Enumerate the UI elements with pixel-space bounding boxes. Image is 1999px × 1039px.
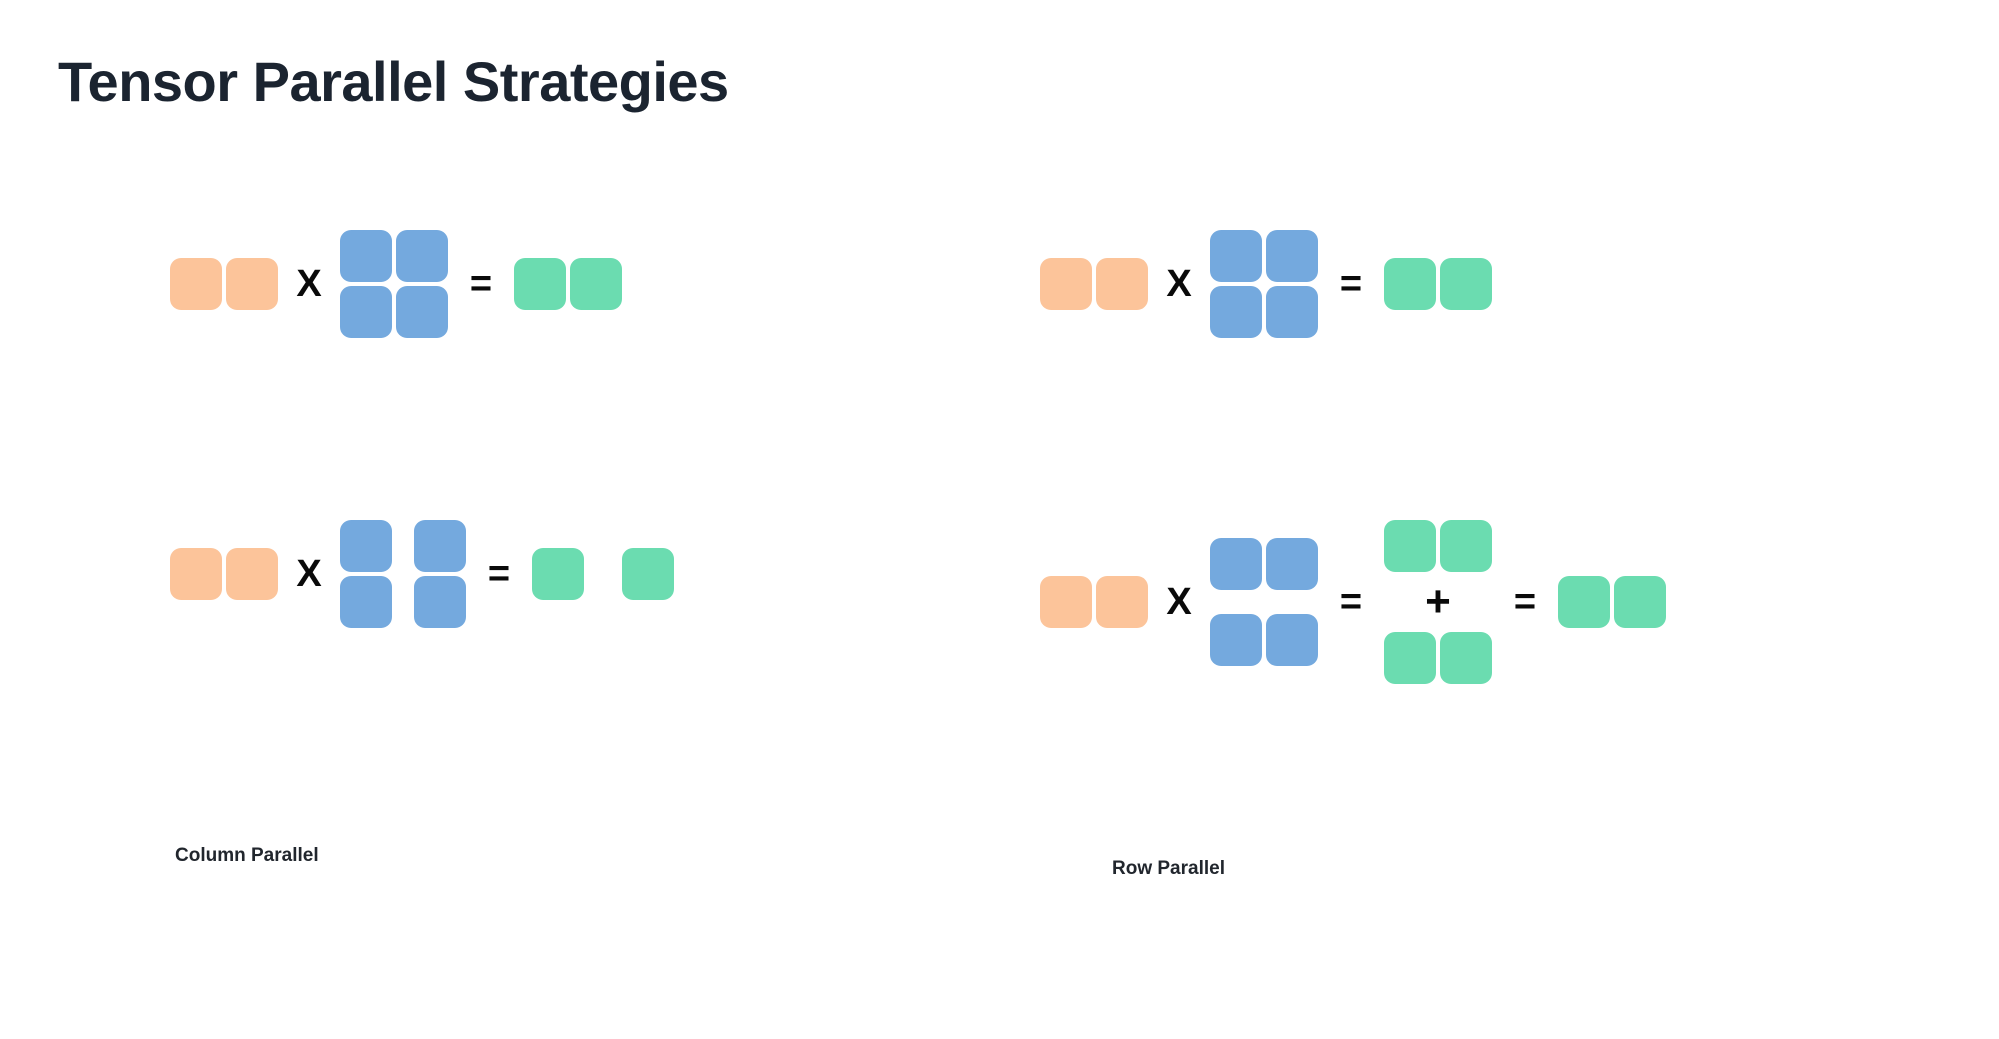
- multiply-operator: X: [1166, 263, 1192, 305]
- equation-row-parallel-sharded: X = + =: [1040, 520, 1666, 684]
- matrix-cell: [1440, 520, 1492, 572]
- equals-operator: =: [469, 263, 493, 305]
- weight-matrix-blue-row-sharded: [1210, 538, 1318, 666]
- output-matrix-green: [514, 258, 622, 310]
- input-matrix-orange: [1040, 576, 1148, 628]
- matrix-cell: [1210, 614, 1262, 666]
- equals-operator: =: [1339, 581, 1363, 623]
- input-matrix-orange: [1040, 258, 1148, 310]
- equals-operator: =: [487, 553, 511, 595]
- matrix-cell: [1210, 230, 1262, 282]
- matrix-cell: [1440, 258, 1492, 310]
- partial-output-matrix-green: [1384, 520, 1492, 572]
- matrix-cell: [1266, 286, 1318, 338]
- matrix-cell: [514, 258, 566, 310]
- matrix-cell: [1096, 258, 1148, 310]
- matrix-cell: [340, 286, 392, 338]
- matrix-cell: [340, 520, 392, 572]
- matrix-cell: [1266, 614, 1318, 666]
- matrix-cell: [570, 258, 622, 310]
- matrix-cell: [1040, 258, 1092, 310]
- partial-sum-group: +: [1384, 520, 1492, 684]
- equals-operator: =: [1513, 581, 1537, 623]
- matrix-cell: [1384, 520, 1436, 572]
- matrix-cell: [1266, 230, 1318, 282]
- matrix-cell: [1040, 576, 1092, 628]
- equation-row-parallel-reference: X =: [1040, 230, 1492, 338]
- input-matrix-orange: [170, 548, 278, 600]
- partial-output-matrix-green: [1384, 632, 1492, 684]
- weight-matrix-blue: [1210, 230, 1318, 338]
- matrix-cell: [1440, 632, 1492, 684]
- weight-matrix-blue-column-sharded: [340, 520, 466, 628]
- matrix-cell: [170, 258, 222, 310]
- equation-column-parallel-reference: X =: [170, 230, 622, 338]
- matrix-cell: [396, 230, 448, 282]
- matrix-cell: [1210, 538, 1262, 590]
- matrix-cell: [226, 258, 278, 310]
- matrix-cell: [1558, 576, 1610, 628]
- matrix-cell: [396, 286, 448, 338]
- output-matrix-green: [1384, 258, 1492, 310]
- equals-operator: =: [1339, 263, 1363, 305]
- page-title: Tensor Parallel Strategies: [58, 50, 729, 113]
- multiply-operator: X: [1166, 581, 1192, 623]
- matrix-cell: [1266, 538, 1318, 590]
- matrix-cell: [1614, 576, 1666, 628]
- matrix-cell: [226, 548, 278, 600]
- input-matrix-orange: [170, 258, 278, 310]
- matrix-cell: [414, 520, 466, 572]
- caption-row-parallel: Row Parallel: [1112, 858, 1225, 879]
- matrix-cell: [340, 230, 392, 282]
- matrix-cell: [414, 576, 466, 628]
- matrix-cell: [1096, 576, 1148, 628]
- multiply-operator: X: [296, 263, 322, 305]
- plus-operator: +: [1425, 577, 1451, 626]
- equation-column-parallel-sharded: X =: [170, 520, 674, 628]
- matrix-cell: [622, 548, 674, 600]
- matrix-cell: [170, 548, 222, 600]
- matrix-cell: [1384, 632, 1436, 684]
- weight-matrix-blue: [340, 230, 448, 338]
- matrix-cell: [1210, 286, 1262, 338]
- multiply-operator: X: [296, 553, 322, 595]
- output-matrix-green-reduced: [1558, 576, 1666, 628]
- matrix-cell: [532, 548, 584, 600]
- caption-column-parallel: Column Parallel: [175, 845, 319, 866]
- matrix-cell: [340, 576, 392, 628]
- matrix-cell: [1384, 258, 1436, 310]
- output-matrix-green-column-sharded: [532, 548, 674, 600]
